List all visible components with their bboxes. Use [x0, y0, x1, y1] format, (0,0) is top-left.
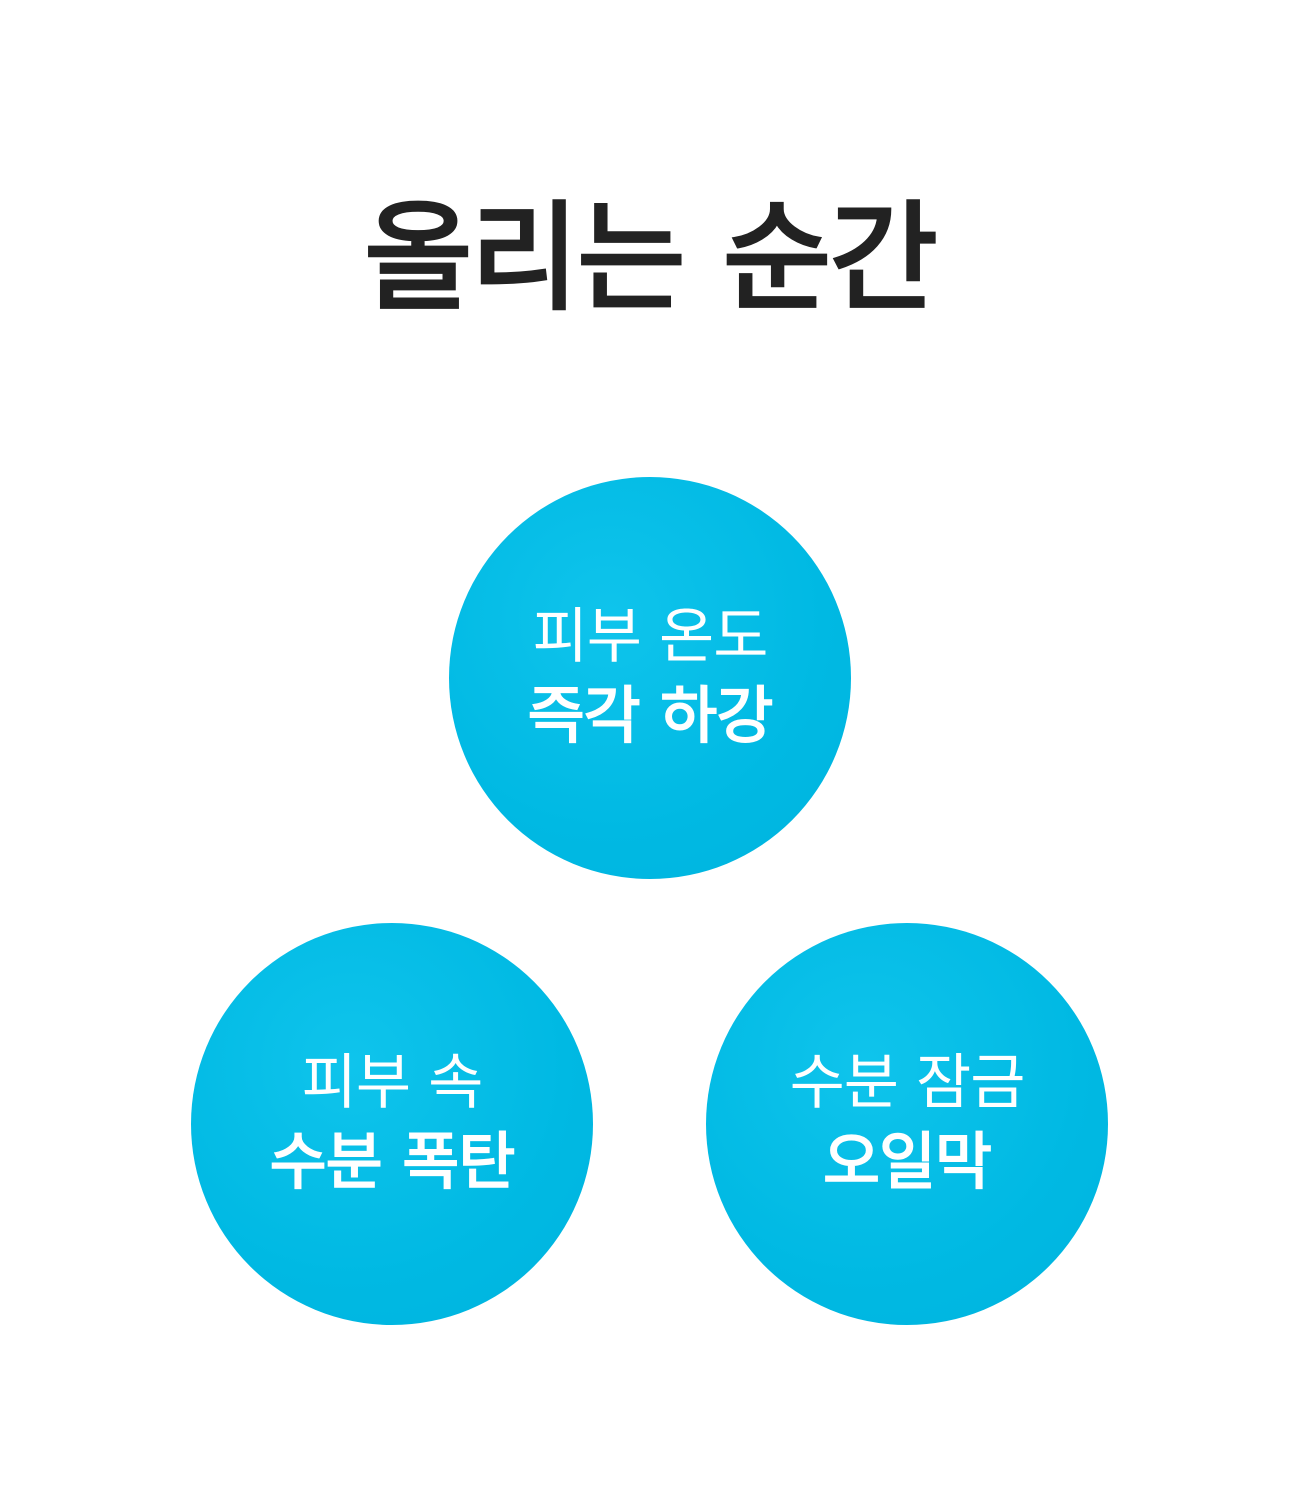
benefit-subtitle: 피부 온도	[532, 602, 769, 672]
page-title: 올리는 순간	[364, 189, 938, 327]
benefit-circle-hydration: 피부 속 수분 폭탄	[191, 923, 593, 1325]
benefit-headline: 수분 폭탄	[269, 1125, 516, 1198]
benefit-headline: 오일막	[822, 1125, 992, 1198]
benefit-circle-moisture-lock: 수분 잠금 오일막	[706, 923, 1108, 1325]
benefit-subtitle: 수분 잠금	[789, 1048, 1026, 1118]
benefit-subtitle: 피부 속	[301, 1048, 484, 1118]
benefit-headline: 즉각 하강	[527, 679, 774, 752]
benefit-circle-cooling: 피부 온도 즉각 하강	[449, 477, 851, 879]
